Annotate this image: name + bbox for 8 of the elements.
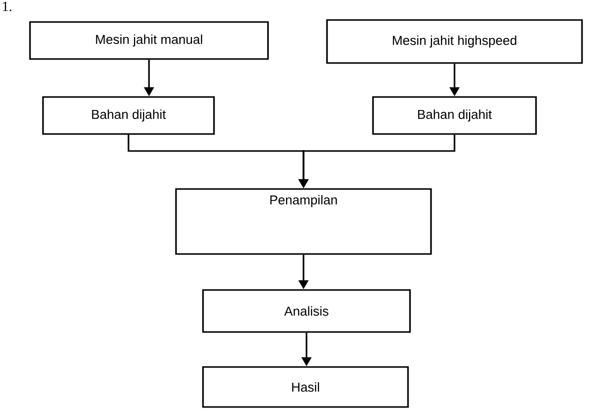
process-box: Bahan dijahit [42,96,215,135]
process-box: Hasil [202,366,409,408]
process-box: Penampilan [175,188,432,255]
process-box: Mesin jahit manual [29,21,269,60]
process-box: Mesin jahit highspeed [326,19,583,64]
figure-number: 1. [3,2,12,12]
process-box: Analisis [202,289,411,333]
process-box: Bahan dijahit [372,96,537,135]
